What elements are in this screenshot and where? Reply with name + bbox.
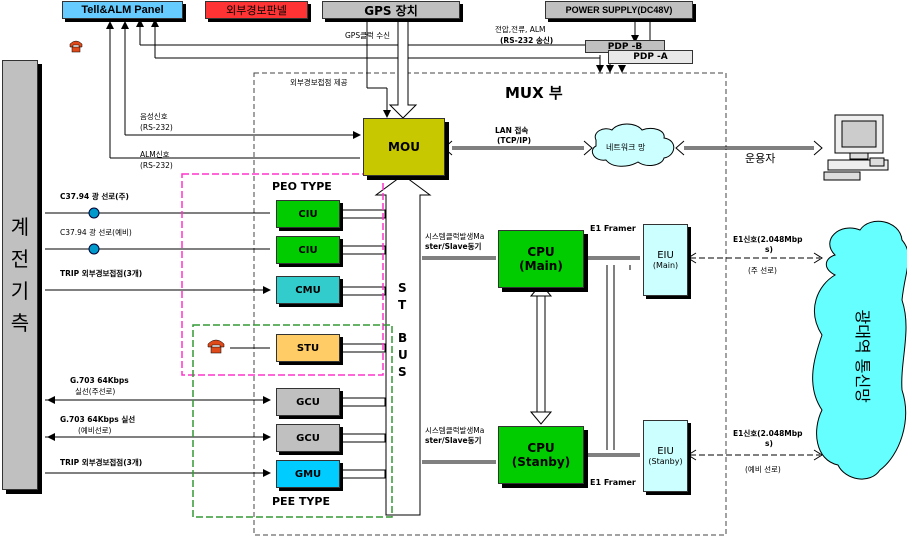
cpu-main-box: CPU (Main) bbox=[498, 230, 584, 288]
g703-main-label-1: G.703 64Kbps bbox=[70, 376, 129, 385]
ciu-box-1: CIU bbox=[276, 200, 340, 228]
cmu-box: CMU bbox=[276, 276, 340, 304]
gcu-box-2: GCU bbox=[276, 424, 340, 452]
c3794-main-label: C37.94 광 선로(주) bbox=[60, 192, 129, 201]
sync-main-label-2: ster/Slave동기 bbox=[425, 242, 482, 251]
sync-main-label-1: 시스템클럭발생Ma bbox=[425, 232, 485, 241]
g703-backup-label-1: G.703 64Kbps 실선 bbox=[60, 415, 136, 424]
c3794-backup-label: C37.94 광 선로(예비) bbox=[60, 228, 132, 237]
mux-border bbox=[253, 72, 727, 536]
voltage-label-1: 전압,전류, ALM bbox=[495, 25, 546, 34]
alm-label-2: (RS-232) bbox=[140, 161, 173, 170]
lan-label-2: (TCP/IP) bbox=[497, 136, 531, 145]
eiu-main-title: EIU bbox=[657, 250, 674, 261]
g703-main-label-2: 실선(주선로) bbox=[75, 387, 116, 396]
cpu-stanby-sub: (Stanby) bbox=[511, 455, 571, 469]
eiu-stanby-box: EIU (Stanby) bbox=[643, 420, 688, 492]
phone-icon-stu bbox=[207, 339, 225, 354]
phone-icon-top bbox=[69, 40, 83, 53]
eiu-main-sub: (Main) bbox=[652, 261, 679, 270]
power-supply: POWER SUPPLY(DC48V) bbox=[545, 1, 693, 19]
tell-alm-panel: Tell&ALM Panel bbox=[62, 1, 183, 19]
alm-label-1: ALM신호 bbox=[140, 150, 170, 159]
voice-label-1: 음성신호 bbox=[140, 112, 168, 121]
external-alarm-panel: 외부경보판넬 bbox=[205, 1, 308, 19]
trip-label-1: TRIP 외부경보접점(3개) bbox=[60, 269, 143, 278]
gmu-box: GMU bbox=[276, 460, 340, 488]
cpu-main-title: CPU bbox=[527, 245, 555, 259]
stby-line-label: (예비 선로) bbox=[745, 465, 781, 474]
relay-side-label: 계 전 기 측 bbox=[10, 215, 30, 335]
mou-box: MOU bbox=[363, 118, 445, 176]
pee-border bbox=[192, 324, 393, 518]
optical-icon-backup bbox=[88, 243, 100, 255]
sync-stby-label-1: 시스템클럭발생Ma bbox=[425, 426, 485, 435]
stu-box: STU bbox=[276, 334, 340, 362]
trip-label-2: TRIP 외부경보접점(3개) bbox=[60, 458, 143, 467]
eiu-main-box: EIU (Main) bbox=[643, 224, 688, 296]
wan-cloud bbox=[812, 220, 907, 480]
e1-stby-label-1: E1신호(2.048Mbp bbox=[733, 429, 803, 438]
computer-icon bbox=[823, 114, 889, 181]
voice-label-2: (RS-232) bbox=[140, 123, 173, 132]
eiu-stanby-sub: (Stanby) bbox=[648, 457, 683, 466]
e1-framer-bottom-label: E1 Framer bbox=[590, 478, 636, 487]
peo-title: PEO TYPE bbox=[272, 180, 332, 193]
cpu-stanby-box: CPU (Stanby) bbox=[498, 426, 584, 484]
pdp-a: PDP -A bbox=[608, 50, 693, 64]
ciu-box-2: CIU bbox=[276, 236, 340, 264]
gcu-box-1: GCU bbox=[276, 388, 340, 416]
wan-label: 광대역 통신망 bbox=[853, 309, 873, 403]
network-cloud bbox=[591, 123, 675, 167]
cpu-stanby-title: CPU bbox=[527, 441, 555, 455]
gps-clock-label: GPS클럭 수신 bbox=[345, 31, 391, 40]
st-bus-label: S T B U S bbox=[398, 281, 408, 379]
g703-backup-label-2: (예비선로) bbox=[78, 426, 112, 435]
pee-title: PEE TYPE bbox=[272, 495, 330, 508]
gps-device: GPS 장치 bbox=[322, 1, 460, 19]
operator-label: 운용자 bbox=[745, 152, 776, 165]
e1-main-label-2: s) bbox=[765, 245, 773, 254]
relay-side-bar: 계 전 기 측 bbox=[2, 60, 38, 490]
e1-stby-label-2: s) bbox=[765, 439, 773, 448]
cpu-main-sub: (Main) bbox=[519, 259, 563, 273]
e1-main-label-1: E1신호(2.048Mbp bbox=[733, 235, 803, 244]
e1-framer-top-label: E1 Framer bbox=[590, 224, 636, 233]
main-line-label: (주 선로) bbox=[748, 266, 777, 275]
network-label: 네트워크 망 bbox=[606, 143, 646, 152]
voltage-label-2: (RS-232 송신) bbox=[500, 36, 554, 45]
mux-title: MUX 부 bbox=[505, 84, 563, 102]
ext-contact-label: 외부경보접점 제공 bbox=[290, 78, 348, 87]
peo-border bbox=[181, 173, 384, 376]
bus-links bbox=[340, 209, 386, 479]
eiu-stanby-title: EIU bbox=[657, 446, 674, 457]
lan-label-1: LAN 접속 bbox=[495, 126, 529, 135]
optical-icon-main bbox=[88, 207, 100, 219]
sync-stby-label-2: ster/Slave동기 bbox=[425, 436, 482, 445]
